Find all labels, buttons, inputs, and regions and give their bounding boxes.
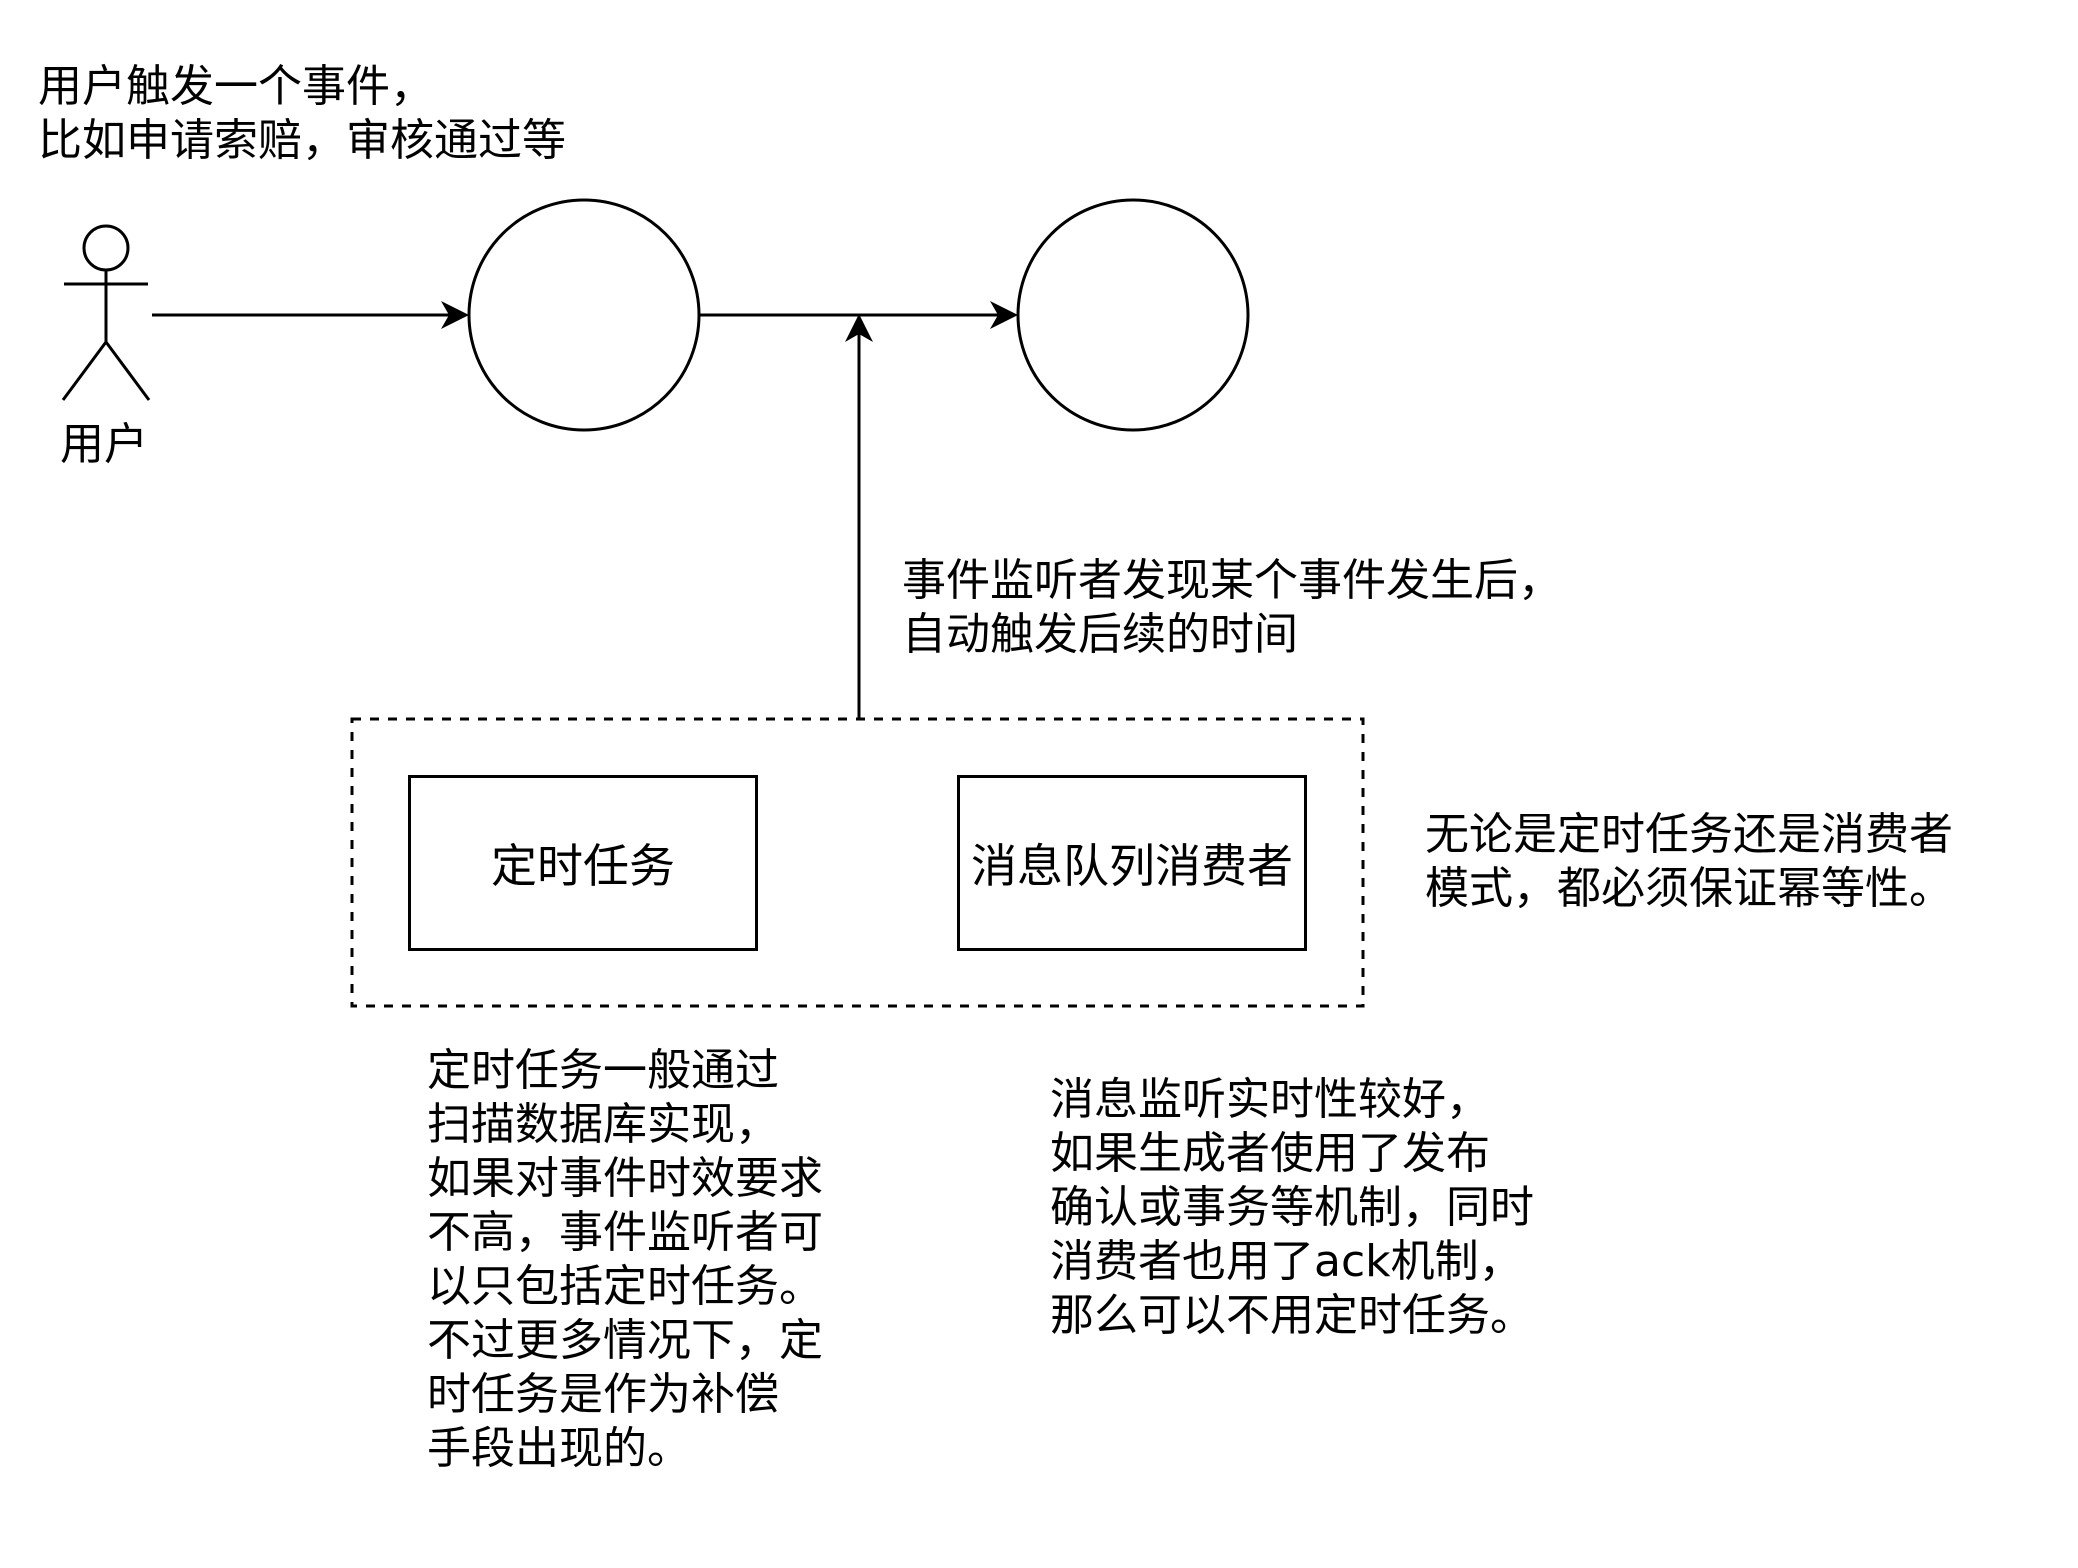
- event-listener-group: [350, 717, 1365, 1008]
- mq-consumer-note: 消息监听实时性较好， 如果生成者使用了发布 确认或事务等机制，同时 消费者也用了…: [1050, 1074, 1534, 1341]
- event-circle-1: [467, 198, 701, 432]
- scheduled-task-box: 定时任务: [408, 775, 758, 951]
- actor-right-leg: [104, 341, 151, 401]
- user-actor-icon: [61, 224, 151, 401]
- listener-note: 事件监听者发现某个事件发生后， 自动触发后续的时间: [902, 555, 1562, 660]
- actor-label: 用户: [60, 419, 148, 470]
- event-circle-2: [1016, 198, 1250, 432]
- scheduled-task-note: 定时任务一般通过 扫描数据库实现， 如果对事件时效要求 不高，事件监听者可 以只…: [427, 1045, 823, 1474]
- actor-head: [82, 224, 130, 272]
- actor-left-leg: [61, 341, 108, 401]
- mq-consumer-box: 消息队列消费者: [957, 775, 1307, 951]
- mq-consumer-label: 消息队列消费者: [971, 839, 1293, 893]
- scheduled-task-label: 定时任务: [491, 839, 675, 893]
- idempotency-note: 无论是定时任务还是消费者 模式，都必须保证幂等性。: [1425, 809, 1953, 914]
- user-trigger-note: 用户触发一个事件， 比如申请索赔，审核通过等: [38, 61, 566, 166]
